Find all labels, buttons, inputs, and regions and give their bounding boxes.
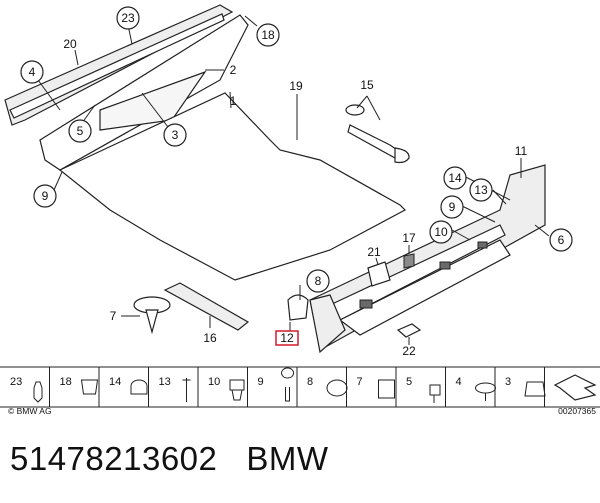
legend-item-4-9[interactable]: 4 <box>445 367 497 407</box>
part-7-rivet <box>121 296 171 335</box>
callout-12-highlight[interactable]: 12 <box>275 322 299 346</box>
fastener-icon <box>475 382 497 401</box>
legend-item-8-6[interactable]: 8 <box>296 367 348 407</box>
legend-number: 18 <box>60 376 72 388</box>
legend-item-7-7[interactable]: 7 <box>346 367 395 407</box>
drawing-code: 00207365 <box>558 406 596 416</box>
part-number: 51478213602 <box>10 440 218 477</box>
label-1[interactable]: 1 <box>230 94 237 108</box>
part-22-pad <box>396 323 422 345</box>
legend-item-10-4[interactable]: 10 <box>197 367 245 407</box>
legend-number: 9 <box>258 376 264 388</box>
label-7[interactable]: 7 <box>110 309 117 323</box>
fastener-icon <box>429 384 441 403</box>
legend-number: 3 <box>505 376 511 388</box>
legend-item-13-3[interactable]: 13 <box>148 367 191 407</box>
legend-strip: 23 18 14 13 10 9 8 7 5 4 3 <box>0 366 600 408</box>
legend-number: 10 <box>208 376 220 388</box>
legend-number: 7 <box>357 376 363 388</box>
parts-diagram: 23 18 4 5 3 9 14 13 9 10 6 8 20 2 1 19 1… <box>0 4 600 416</box>
svg-text:10: 10 <box>434 225 448 239</box>
svg-text:5: 5 <box>77 124 84 138</box>
legend-item-5-8[interactable]: 5 <box>395 367 441 407</box>
callout-6[interactable]: 6 <box>549 228 573 252</box>
label-2[interactable]: 2 <box>230 63 237 77</box>
fastener-icon <box>229 379 245 401</box>
svg-text:9: 9 <box>449 200 456 214</box>
legend-item-18-1[interactable]: 18 <box>49 367 99 407</box>
legend-item-9-5[interactable]: 9 <box>247 367 295 407</box>
svg-text:9: 9 <box>42 189 49 203</box>
fastener-icon <box>378 379 395 399</box>
callout-8[interactable]: 8 <box>306 269 330 293</box>
svg-text:18: 18 <box>261 28 275 42</box>
svg-text:13: 13 <box>474 183 488 197</box>
legend-number: 4 <box>456 376 462 388</box>
part-title: 51478213602 BMW <box>10 440 329 478</box>
callout-14[interactable]: 14 <box>443 166 467 190</box>
fastener-icon <box>524 381 546 397</box>
svg-text:6: 6 <box>558 233 565 247</box>
fastener-icon <box>80 379 99 395</box>
legend-number: 8 <box>307 376 313 388</box>
copyright-text: © BMW AG <box>8 406 52 416</box>
legend-cells: 23 18 14 13 10 9 8 7 5 4 3 <box>10 367 546 407</box>
svg-text:23: 23 <box>121 11 135 25</box>
svg-text:12: 12 <box>280 331 294 345</box>
fastener-icon <box>33 381 43 403</box>
brand-name: BMW <box>246 440 329 477</box>
svg-text:14: 14 <box>448 171 462 185</box>
legend-number: 13 <box>159 376 171 388</box>
part-1-trunk-floor <box>58 91 406 281</box>
callout-10[interactable]: 10 <box>429 220 453 244</box>
svg-text:4: 4 <box>29 65 36 79</box>
callout-18[interactable]: 18 <box>256 23 280 47</box>
label-22[interactable]: 22 <box>402 344 416 358</box>
part-16-rail <box>163 282 250 331</box>
part-20-strip <box>4 4 234 126</box>
callout-4[interactable]: 4 <box>20 60 44 84</box>
part-15-strap <box>345 95 410 164</box>
svg-text:3: 3 <box>172 128 179 142</box>
callout-9-left[interactable]: 9 <box>33 184 57 208</box>
part-17-clip <box>403 245 415 269</box>
callout-23[interactable]: 23 <box>116 6 140 30</box>
svg-text:8: 8 <box>315 274 322 288</box>
fastener-icon <box>326 379 348 397</box>
legend-number: 14 <box>109 376 121 388</box>
fastener-icon <box>182 378 191 402</box>
callout-3[interactable]: 3 <box>163 123 187 147</box>
legend-number: 5 <box>406 376 412 388</box>
legend-item-3-10[interactable]: 3 <box>494 367 546 407</box>
arrow-icon <box>553 374 597 401</box>
part-21-clip <box>367 257 391 287</box>
part-8-bracket <box>287 285 309 321</box>
callout-5[interactable]: 5 <box>68 119 92 143</box>
legend-number: 23 <box>10 376 22 388</box>
label-16[interactable]: 16 <box>203 331 217 345</box>
label-21[interactable]: 21 <box>367 245 381 259</box>
label-17[interactable]: 17 <box>402 231 416 245</box>
callout-9-right[interactable]: 9 <box>440 195 464 219</box>
label-11[interactable]: 11 <box>515 144 528 158</box>
legend-item-14-2[interactable]: 14 <box>98 367 148 407</box>
legend-item-23-0[interactable]: 23 <box>10 376 43 403</box>
fastener-icon <box>281 367 295 402</box>
label-15[interactable]: 15 <box>360 78 374 92</box>
label-19[interactable]: 19 <box>289 79 303 93</box>
fastener-icon <box>130 379 148 395</box>
part-11-rear-trim <box>309 158 546 354</box>
label-20[interactable]: 20 <box>63 37 77 51</box>
callout-13[interactable]: 13 <box>469 178 493 202</box>
